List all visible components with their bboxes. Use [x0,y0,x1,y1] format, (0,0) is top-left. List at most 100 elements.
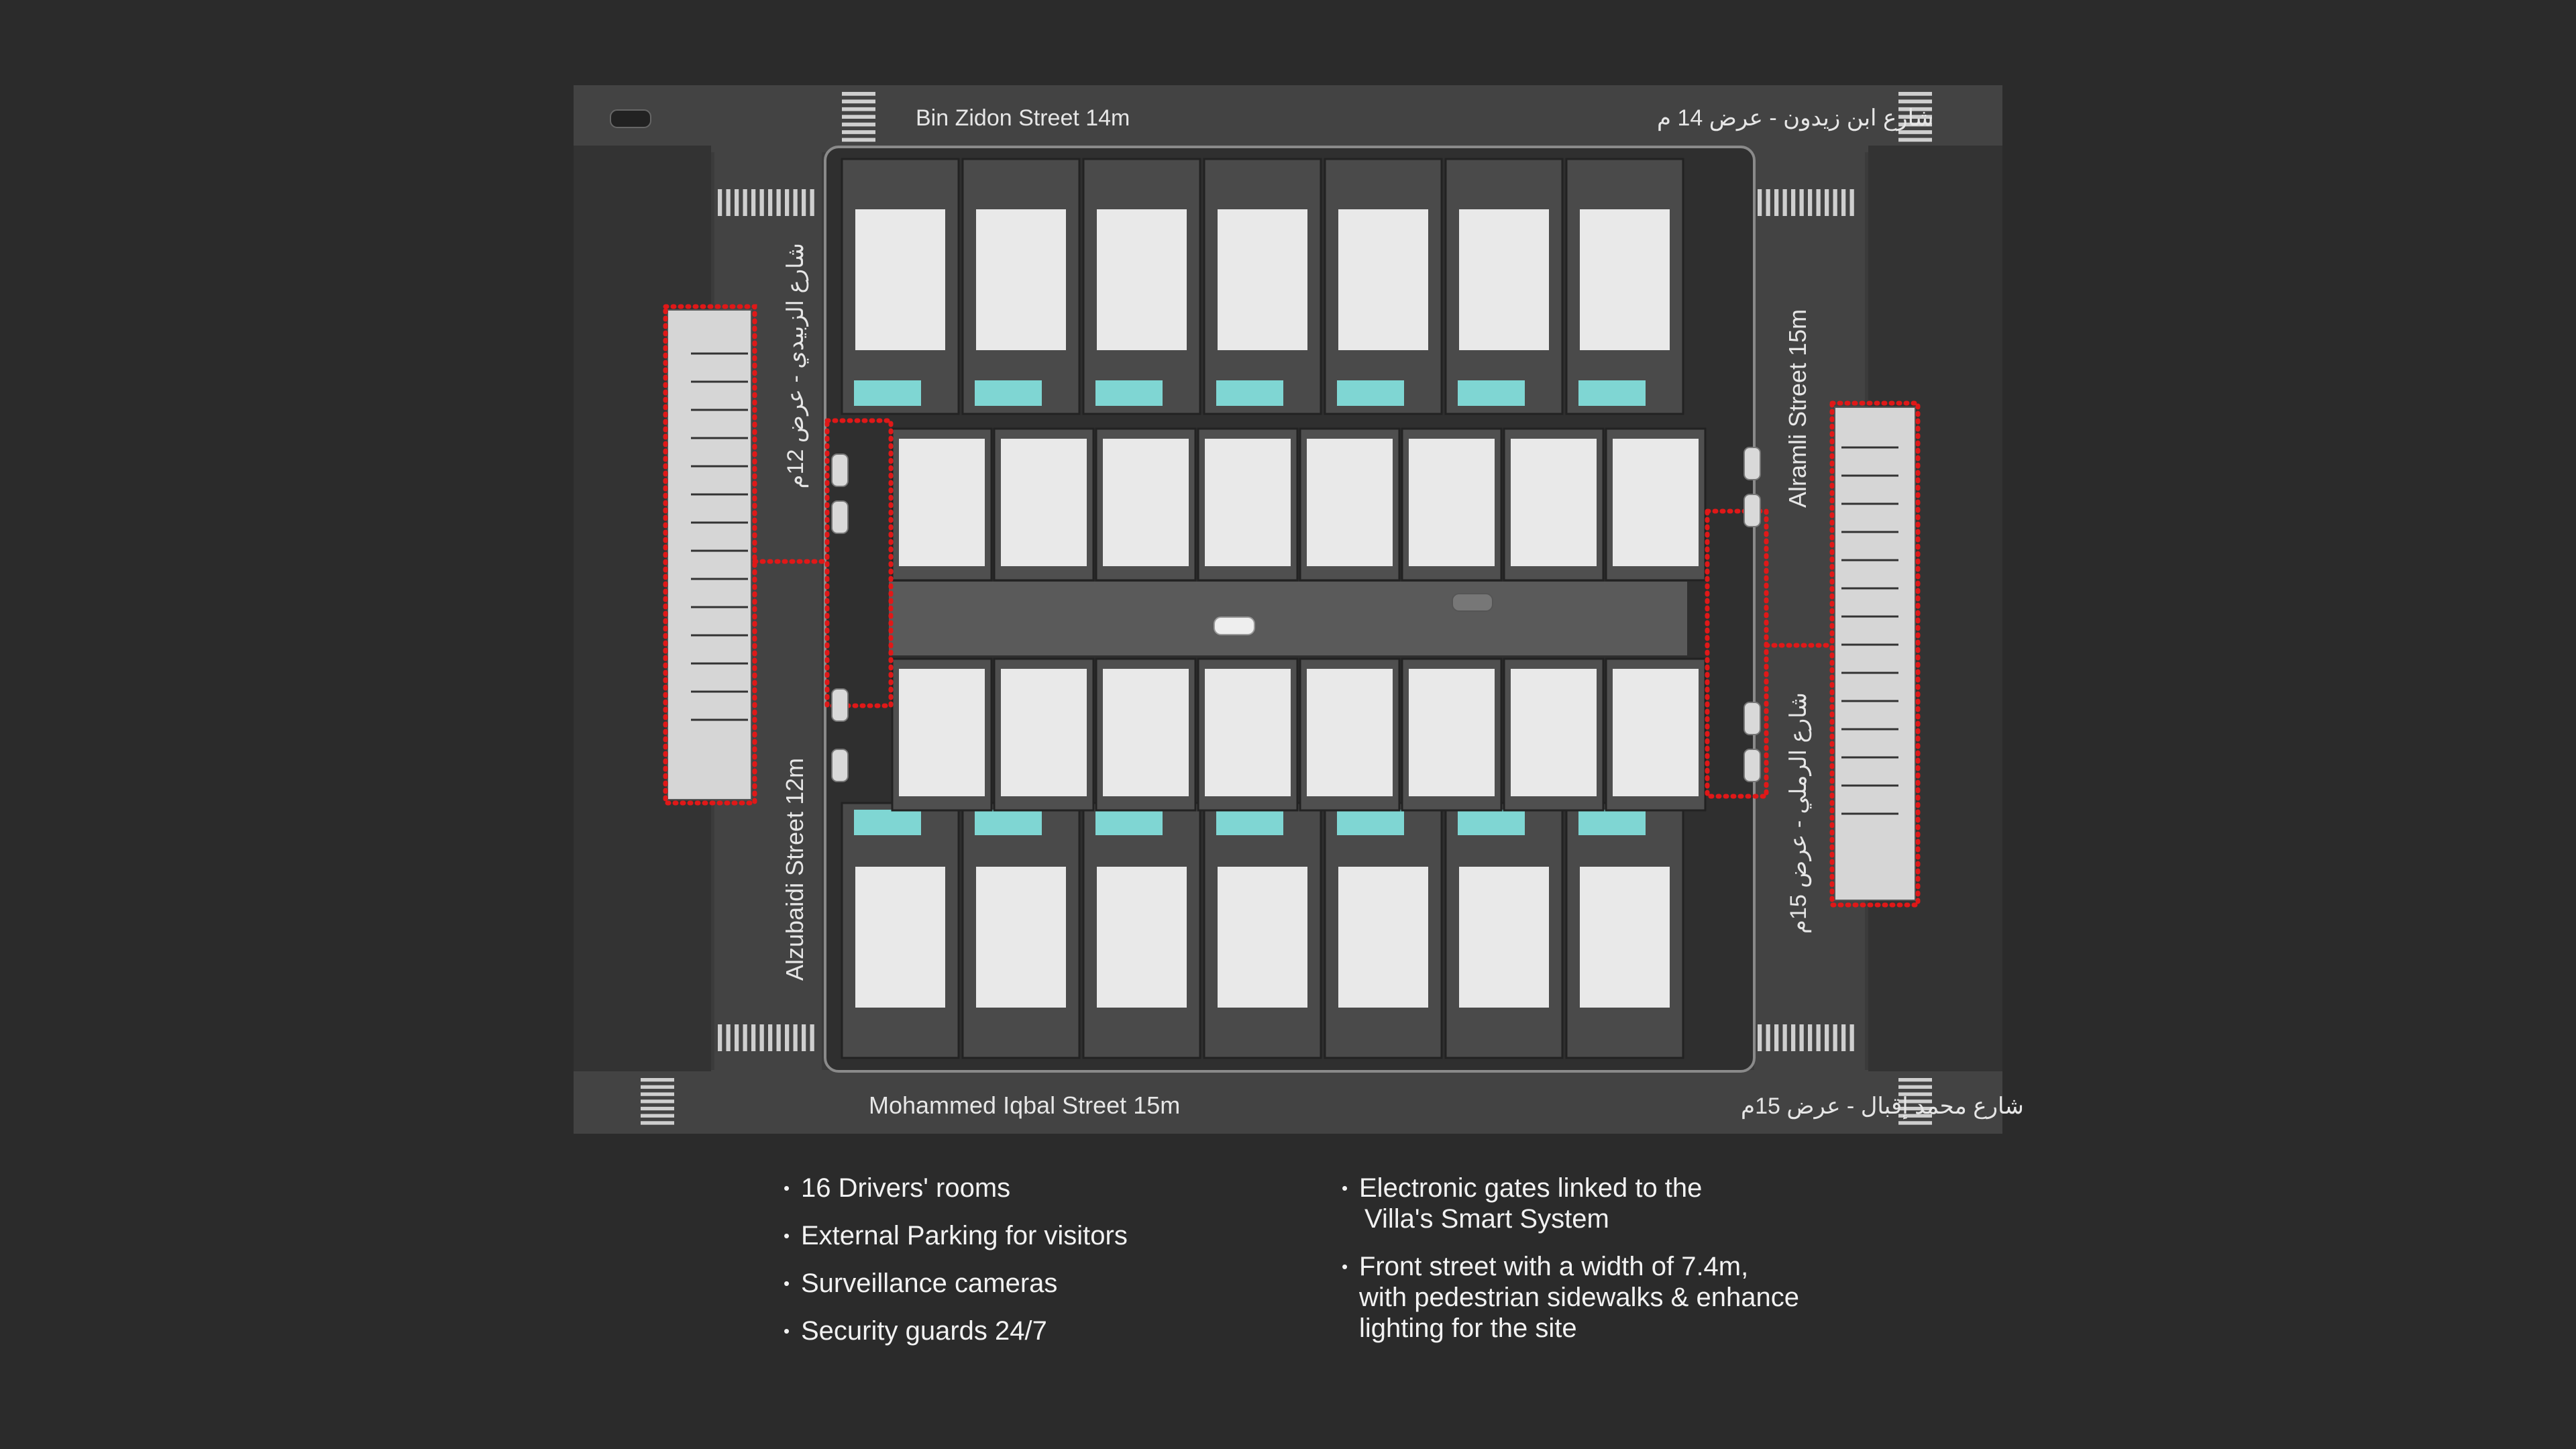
crosswalk-stripe [718,189,722,216]
villa-roof [976,867,1066,1008]
west-drivers-rooms-block [667,309,752,800]
crosswalk-stripe [1833,1024,1837,1051]
feature-text: Front street with a width of 7.4m, [1359,1252,1749,1281]
parked-car [831,749,849,782]
north-street-label-en: Bin Zidon Street 14m [916,105,1130,131]
feature-item: 16 Drivers' rooms [784,1173,1128,1203]
villa-roof [1001,439,1087,566]
crosswalk-stripe [1825,189,1829,216]
crosswalk-stripe [751,1024,756,1051]
feature-item: Front street with a width of 7.4m, with … [1342,1251,1799,1344]
crosswalk-stripe [802,1024,806,1051]
crosswalk-stripe [1816,189,1821,216]
crosswalk-stripe [1898,138,1932,142]
west-street-label-en: Alzubaidi Street 12m [781,758,808,981]
villa-roof [1307,669,1393,796]
pool [1095,380,1163,406]
crosswalk-stripe [1825,1024,1829,1051]
crosswalk-stripe [1841,1024,1846,1051]
crosswalk-stripe [1898,1106,1932,1111]
villa-roof [976,209,1066,350]
crosswalk-stripe [1898,99,1932,104]
south-street-label-en: Mohammed Iqbal Street 15m [869,1091,1180,1119]
crosswalk-stripe [1898,1092,1932,1096]
pool [975,380,1042,406]
crosswalk-stripe [793,1024,798,1051]
villa-roof [1459,209,1549,350]
crosswalk-stripe [1898,1085,1932,1089]
crosswalk-stripe [842,92,875,96]
east-drivers-rooms-block [1834,407,1916,901]
central-street [889,582,1687,655]
crosswalk-stripe [1791,189,1796,216]
crosswalk-stripe [759,1024,764,1051]
feature-text: External Parking for visitors [801,1221,1128,1250]
parked-car [1743,749,1761,782]
villa-roof [1409,439,1495,566]
villa-roof [1338,867,1428,1008]
pool [854,380,921,406]
pool [1216,380,1283,406]
feature-item: Surveillance cameras [784,1268,1128,1299]
crosswalk-stripe [1898,1121,1932,1125]
parked-car [1743,702,1761,735]
parked-car [831,453,849,487]
pool [1337,380,1404,406]
villa-roof [1205,439,1291,566]
crosswalk-stripe [726,189,731,216]
crosswalk-stripe [1849,1024,1854,1051]
site-plan: Bin Zidon Street 14m شارع ابن زيدون - عر… [574,85,2024,1134]
villa-roof [1218,867,1307,1008]
road-marking-layer [641,92,1932,1125]
crosswalk-stripe [842,115,875,119]
crosswalk-stripe [641,1092,674,1096]
villa-roof [899,439,985,566]
features-list-right: Electronic gates linked to the Villa's S… [1342,1173,1799,1360]
feature-item: External Parking for visitors [784,1220,1128,1251]
villa-roof [1205,669,1291,796]
crosswalk-stripe [776,189,781,216]
villa-roof [1338,209,1428,350]
features-list-left: 16 Drivers' rooms External Parking for v… [784,1173,1128,1363]
feature-text: Surveillance cameras [801,1269,1058,1298]
crosswalk-stripe [842,138,875,142]
crosswalk-stripe [1766,189,1770,216]
crosswalk-stripe [641,1106,674,1111]
east-street-label-ar: شارع الرملي - عرض 15م [1786,692,1812,934]
crosswalk-stripe [641,1121,674,1125]
crosswalk-stripe [785,189,790,216]
feature-item: Security guards 24/7 [784,1316,1128,1346]
crosswalk-stripe [810,1024,814,1051]
villa-roof [1103,439,1189,566]
crosswalk-stripe [1782,189,1787,216]
crosswalk-stripe [641,1085,674,1089]
villa-roof [1218,209,1307,350]
south-street-label-ar: شارع محمد إقبال - عرض 15م [1741,1093,2024,1120]
villa-roof [855,867,945,1008]
villa-roof [1307,439,1393,566]
parked-car [1743,494,1761,527]
crosswalk-stripe [776,1024,781,1051]
crosswalk-stripe [735,189,739,216]
crosswalk-stripe [1898,92,1932,96]
crosswalk-stripe [1898,1078,1932,1082]
feature-text: lighting for the site [1359,1313,1577,1343]
crosswalk-stripe [743,1024,747,1051]
crosswalk-stripe [1782,1024,1787,1051]
crosswalk-stripe [726,1024,731,1051]
crosswalk-stripe [641,1099,674,1104]
crosswalk-stripe [1841,189,1846,216]
crosswalk-stripe [1898,130,1932,134]
crosswalk-stripe [743,189,747,216]
crosswalk-stripe [1808,1024,1813,1051]
crosswalk-stripe [1758,1024,1762,1051]
crosswalk-stripe [1816,1024,1821,1051]
crosswalk-stripe [759,189,764,216]
east-drivers-rooms-highlight [1829,400,1921,908]
crosswalk-stripe [1898,1099,1932,1104]
crosswalk-stripe [1758,189,1762,216]
feature-text: with pedestrian sidewalks & enhance [1359,1283,1799,1312]
crosswalk-stripe [1799,189,1804,216]
crosswalk-stripe [793,189,798,216]
villa-roof [1001,669,1087,796]
